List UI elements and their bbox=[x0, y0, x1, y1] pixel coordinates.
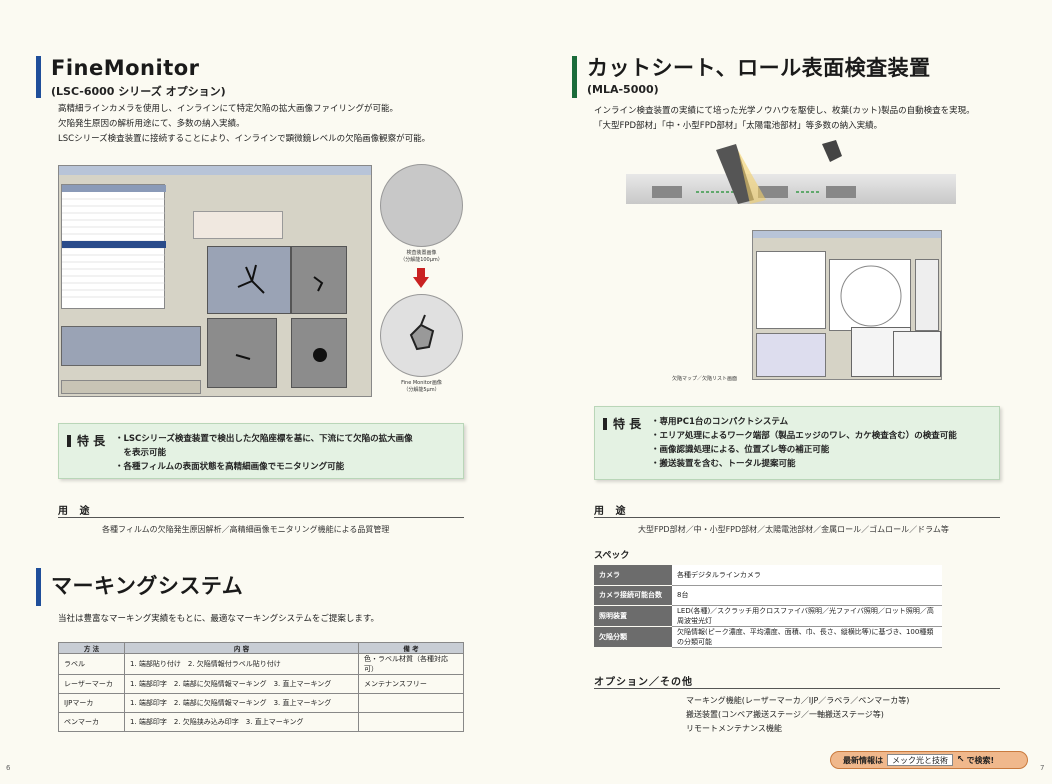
table-header: 備 考 bbox=[358, 642, 464, 654]
search-suffix: で検索! bbox=[966, 755, 995, 765]
conveyor-illustration bbox=[626, 140, 956, 204]
spec-table: カメラ 各種デジタルラインカメラ カメラ接続可能台数 8台 照明装置 LED(各… bbox=[594, 565, 942, 648]
cursor-icon: ↖ bbox=[957, 755, 965, 765]
inspection-image-circle bbox=[380, 164, 463, 247]
cutsheet-usage-heading: 用 途 bbox=[594, 502, 1000, 518]
feature-list: ・専用PC1台のコンパクトシステム ・エリア処理によるワーク端部（製品エッジのワ… bbox=[651, 417, 957, 469]
page-number: 7 bbox=[1040, 764, 1045, 772]
finemonitor-description: 高精細ラインカメラを使用し、インラインにて特定欠陥の拡大画像ファイリングが可能。… bbox=[58, 104, 431, 144]
defect-map bbox=[193, 211, 283, 239]
defect-list-panel bbox=[756, 251, 826, 329]
finemonitor-image-circle bbox=[380, 294, 463, 377]
feature-label: 特 長 bbox=[603, 415, 641, 432]
marking-title: マーキングシステム bbox=[51, 574, 244, 598]
table-row: 照明装置 LED(各種)／スクラッチ用クロスファイバ照明／光ファイバ照明／ロット… bbox=[594, 605, 942, 627]
page-number: 6 bbox=[6, 764, 11, 772]
defect-map bbox=[829, 259, 911, 331]
screen-caption: 欠陥マップ／欠陥リスト画面 bbox=[672, 376, 738, 382]
cutsheet-description: インライン検査装置の実績にて培った光学ノウハウを駆使し、枚葉(カット)製品の自動… bbox=[594, 106, 975, 131]
table-row: 欠陥分類 欠陥情報(ピーク濃度、平均濃度、面積、巾、長さ、縦横比等)に基づき、1… bbox=[594, 626, 942, 648]
arrow-down-icon bbox=[413, 268, 429, 288]
table-row: レーザーマーカ 1. 端部印字 2. 端部に欠陥情報マーキング 3. 直上マーキ… bbox=[58, 674, 464, 694]
finemonitor-feature-box: 特 長 ・LSCシリーズ検査装置で検出した欠陥座標を基に、下流にて欠陥の拡大画像… bbox=[58, 423, 464, 479]
status-bar bbox=[61, 380, 201, 394]
table-row: カメラ接続可能台数 8台 bbox=[594, 585, 942, 606]
search-query-box[interactable]: メック光と技術 bbox=[887, 754, 953, 766]
table-row: ペンマーカ 1. 端部印字 2. 欠陥挟み込み印字 3. 直上マーキング bbox=[58, 712, 464, 732]
cutsheet-feature-box: 特 長 ・専用PC1台のコンパクトシステム ・エリア処理によるワーク端部（製品エ… bbox=[594, 406, 1000, 480]
finemonitor-subtitle: (LSC-6000 シリーズ オプション) bbox=[51, 85, 226, 98]
options-heading: オプション／その他 bbox=[594, 673, 1000, 689]
title-accent-bar bbox=[572, 56, 577, 98]
finemonitor-screenshot bbox=[58, 165, 372, 397]
marking-title-block: マーキングシステム bbox=[36, 568, 243, 606]
finemonitor-usage-text: 各種フィルムの欠陥発生原因解析／高精細画像モニタリング機能による品質管理 bbox=[102, 525, 390, 534]
search-banner[interactable]: 最新情報は メック光と技術 ↖ で検索! bbox=[830, 751, 1028, 769]
image-tile-3 bbox=[291, 318, 347, 388]
marking-table: 方 法 内 容 備 考 ラベル 1. 端部貼り付け 2. 欠陥情報付ラベル貼り付… bbox=[58, 642, 464, 732]
cutsheet-title: カットシート、ロール表面検査装置 bbox=[587, 56, 931, 80]
table-row: カメラ 各種デジタルラインカメラ bbox=[594, 565, 942, 586]
thumbnail-strip bbox=[61, 326, 201, 366]
options-list: マーキング機能(レーザーマーカ／IJP／ラベラ／ペンマーカ等) 搬送装置(コンベ… bbox=[686, 696, 910, 733]
dialog-window bbox=[893, 331, 941, 377]
table-row: ラベル 1. 端部貼り付け 2. 欠陥情報付ラベル貼り付け 色・ラベル材質（各種… bbox=[58, 653, 464, 675]
finemonitor-title-block: FineMonitor (LSC-6000 シリーズ オプション) bbox=[36, 56, 226, 99]
right-page: カットシート、ロール表面検査装置 (MLA-5000) インライン検査装置の実績… bbox=[526, 0, 1052, 784]
left-page: FineMonitor (LSC-6000 シリーズ オプション) 高精細ライン… bbox=[0, 0, 526, 784]
spec-heading: スペック bbox=[594, 551, 630, 561]
search-prefix: 最新情報は bbox=[843, 755, 883, 765]
feature-label: 特 長 bbox=[67, 432, 105, 449]
side-panel bbox=[915, 259, 939, 331]
app-titlebar bbox=[753, 231, 941, 238]
defect-list-panel bbox=[61, 184, 166, 309]
cutsheet-usage-text: 大型FPD部材／中・小型FPD部材／太陽電池部材／金属ロール／ゴムロール／ドラム… bbox=[638, 525, 949, 534]
title-accent-bar bbox=[36, 568, 41, 606]
thumbnail-panel bbox=[756, 333, 826, 377]
table-header: 内 容 bbox=[124, 642, 359, 654]
image-tile-2 bbox=[207, 318, 277, 388]
feature-list: ・LSCシリーズ検査装置で検出した欠陥座標を基に、下流にて欠陥の拡大画像 を表示… bbox=[115, 434, 413, 472]
finemonitor-title: FineMonitor bbox=[51, 56, 200, 80]
app-titlebar bbox=[59, 166, 371, 175]
defect-list-grid bbox=[62, 185, 166, 298]
zoom-image bbox=[207, 246, 291, 314]
cutsheet-title-block: カットシート、ロール表面検査装置 (MLA-5000) bbox=[572, 56, 931, 98]
table-header: 方 法 bbox=[58, 642, 125, 654]
marking-description: 当社は豊富なマーキング実績をもとに、最適なマーキングシステムをご提案します。 bbox=[58, 614, 379, 624]
table-row: IJPマーカ 1. 端部印字 2. 端部に欠陥情報マーキング 3. 直上マーキン… bbox=[58, 693, 464, 713]
caption-inspection-image: 検査装置画像 （分解能100μm） bbox=[400, 250, 443, 263]
cutsheet-subtitle: (MLA-5000) bbox=[587, 83, 659, 96]
caption-finemonitor-image: Fine Monitor画像 （分解能5μm） bbox=[401, 380, 442, 393]
title-accent-bar bbox=[36, 56, 41, 98]
image-tile-1 bbox=[291, 246, 347, 314]
finemonitor-usage-heading: 用 途 bbox=[58, 502, 464, 518]
cutsheet-screenshot bbox=[752, 230, 942, 380]
